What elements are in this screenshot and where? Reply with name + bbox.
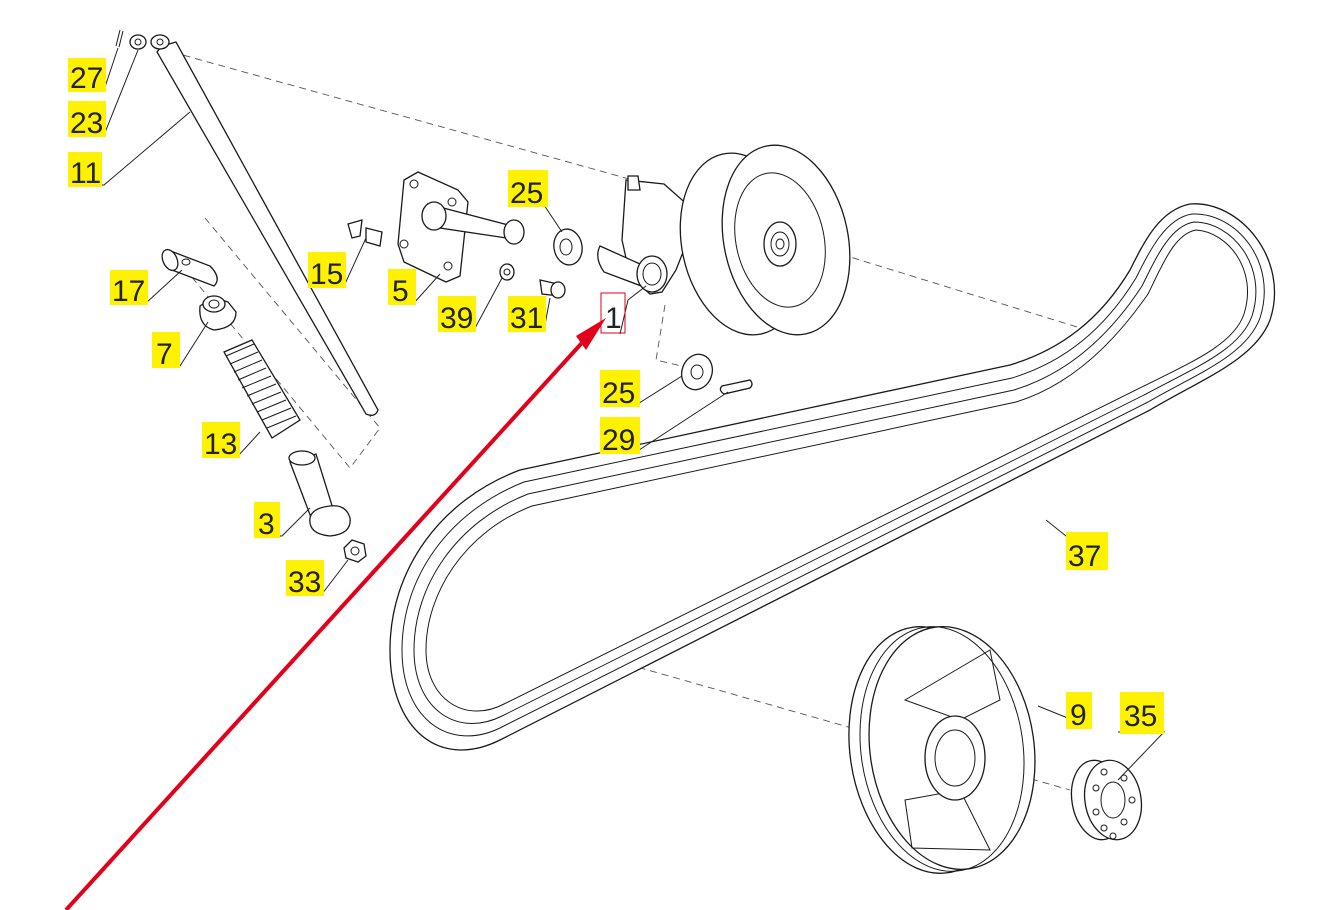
callout-37[interactable]: 37 bbox=[1066, 532, 1108, 573]
bracket-5 bbox=[397, 171, 525, 283]
callout-35[interactable]: 35 bbox=[1120, 692, 1164, 734]
callout-39[interactable]: 39 bbox=[438, 296, 476, 335]
spring-guide-3 bbox=[288, 450, 351, 537]
pointer-arrow bbox=[64, 318, 606, 910]
v-belt-37 bbox=[389, 203, 1276, 751]
svg-text:9: 9 bbox=[1070, 699, 1087, 732]
callout-3[interactable]: 3 bbox=[254, 502, 280, 541]
callout-33[interactable]: 33 bbox=[286, 560, 324, 599]
svg-text:27: 27 bbox=[70, 62, 103, 95]
svg-text:3: 3 bbox=[258, 508, 275, 541]
callout-11[interactable]: 11 bbox=[68, 152, 102, 190]
svg-text:13: 13 bbox=[204, 428, 237, 461]
svg-text:25: 25 bbox=[602, 377, 635, 410]
washer-25-lower bbox=[680, 353, 714, 391]
bolt-31 bbox=[539, 279, 566, 299]
drive-pulley-9 bbox=[848, 625, 1036, 874]
callout-23[interactable]: 23 bbox=[68, 101, 106, 140]
pointer-arrowhead bbox=[576, 318, 606, 350]
svg-text:29: 29 bbox=[602, 424, 635, 457]
washer-23 bbox=[129, 34, 147, 50]
svg-text:1: 1 bbox=[605, 302, 622, 335]
callout-13[interactable]: 13 bbox=[202, 422, 240, 461]
callout-25-lower[interactable]: 25 bbox=[600, 370, 640, 410]
selected-label-box bbox=[600, 292, 626, 334]
callout-27[interactable]: 27 bbox=[68, 58, 106, 95]
callout-29[interactable]: 29 bbox=[600, 417, 640, 457]
svg-text:33: 33 bbox=[288, 566, 321, 599]
callout-25-upper[interactable]: 25 bbox=[508, 170, 548, 210]
cotter-pin-29 bbox=[719, 379, 753, 395]
cotter-pin-27 bbox=[115, 29, 124, 48]
tension-rod bbox=[150, 34, 379, 416]
svg-text:17: 17 bbox=[112, 275, 145, 308]
spring-13 bbox=[223, 339, 301, 439]
washer-25-upper bbox=[553, 228, 583, 266]
svg-text:7: 7 bbox=[156, 338, 173, 371]
svg-text:31: 31 bbox=[510, 302, 543, 335]
callout-15[interactable]: 15 bbox=[308, 252, 346, 291]
sleeve-17 bbox=[161, 248, 218, 287]
callout-17[interactable]: 17 bbox=[110, 270, 148, 308]
svg-text:5: 5 bbox=[392, 275, 409, 308]
idler-pulley bbox=[679, 144, 851, 336]
bushing-7 bbox=[199, 295, 237, 331]
svg-text:35: 35 bbox=[1124, 700, 1157, 733]
svg-text:11: 11 bbox=[70, 157, 101, 190]
washer-39 bbox=[499, 263, 515, 281]
callout-5[interactable]: 5 bbox=[388, 269, 416, 308]
nut-33 bbox=[343, 539, 367, 563]
hub-35 bbox=[1070, 759, 1143, 841]
callout-7[interactable]: 7 bbox=[152, 332, 180, 371]
callout-31[interactable]: 31 bbox=[508, 296, 546, 335]
callout-9[interactable]: 9 bbox=[1066, 692, 1092, 732]
callout-1[interactable]: 1 bbox=[605, 302, 622, 335]
svg-text:23: 23 bbox=[70, 107, 103, 140]
svg-text:25: 25 bbox=[510, 177, 543, 210]
svg-text:39: 39 bbox=[440, 302, 473, 335]
idler-arm-1 bbox=[597, 175, 699, 295]
clip-15 bbox=[347, 219, 383, 247]
svg-text:37: 37 bbox=[1068, 540, 1101, 573]
svg-text:15: 15 bbox=[310, 258, 343, 291]
